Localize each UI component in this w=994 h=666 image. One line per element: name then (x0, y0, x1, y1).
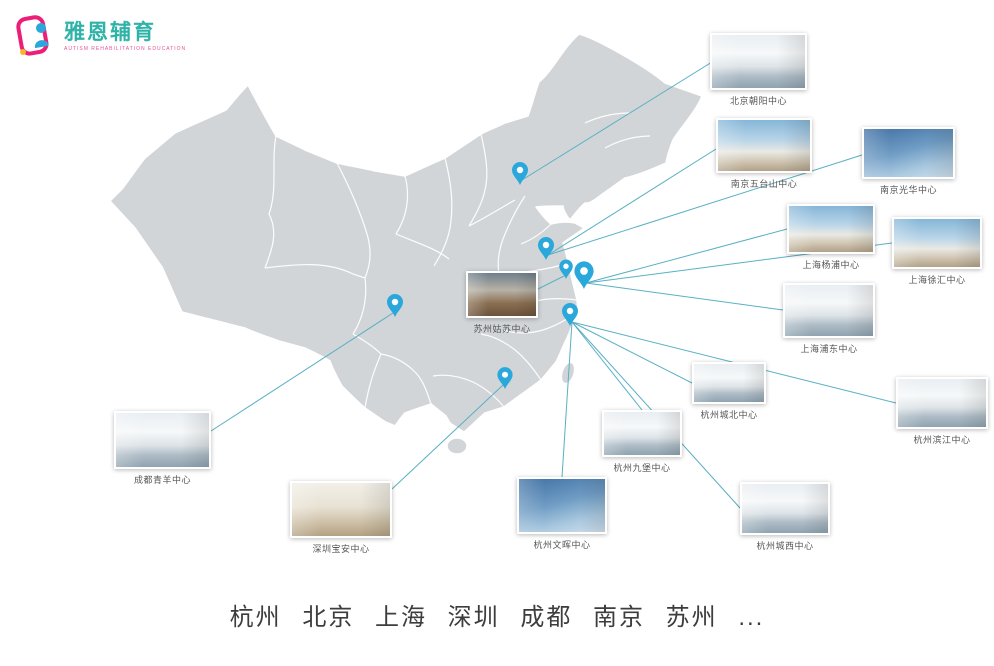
center-card-hangzhou-wenhui: 杭州文晖中心 (517, 477, 607, 551)
center-caption: 杭州城北中心 (700, 410, 758, 420)
center-card-shenzhen-baoan: 深圳宝安中心 (290, 481, 392, 555)
center-caption: 上海杨浦中心 (802, 260, 860, 270)
brand-logo-icon (16, 15, 49, 56)
center-caption: 杭州城西中心 (756, 541, 814, 551)
center-caption: 杭州文晖中心 (533, 540, 591, 550)
center-caption: 上海浦东中心 (800, 344, 858, 354)
center-card-beijing-chaoyang: 北京朝阳中心 (710, 33, 807, 107)
center-photo (290, 481, 392, 538)
center-card-hangzhou-binjiang: 杭州滨江中心 (896, 377, 988, 446)
center-card-hangzhou-jiubao: 杭州九堡中心 (602, 410, 682, 474)
center-card-shanghai-pudong: 上海浦东中心 (783, 283, 875, 355)
center-photo (716, 118, 812, 173)
brand-text: 雅恩辅育 AUTISM REHABILITATION EDUCATION (64, 20, 187, 53)
china-outline (109, 33, 703, 433)
center-caption: 北京朝阳中心 (729, 96, 787, 106)
taiwan-island (560, 361, 576, 385)
center-photo (692, 362, 766, 404)
center-caption: 上海徐汇中心 (908, 275, 966, 285)
center-photo (787, 204, 875, 254)
city-list: 杭州 北京 上海 深圳 成都 南京 苏州 ... (229, 604, 765, 631)
center-caption: 苏州姑苏中心 (473, 324, 531, 334)
center-caption: 杭州九堡中心 (613, 463, 671, 473)
brand-logo: 雅恩辅育 AUTISM REHABILITATION EDUCATION (12, 14, 186, 60)
center-card-shanghai-yangpu: 上海杨浦中心 (787, 204, 875, 271)
center-photo (466, 271, 538, 318)
center-caption: 杭州滨江中心 (913, 435, 971, 445)
center-photo (740, 482, 830, 535)
center-caption: 深圳宝安中心 (312, 544, 370, 554)
center-photo (896, 377, 988, 429)
center-card-suzhou-gusu: 苏州姑苏中心 (466, 271, 538, 335)
hainan-island (446, 437, 468, 455)
brand-name: 雅恩辅育 (64, 20, 156, 44)
center-card-nanjing-guanghua: 南京光华中心 (862, 127, 955, 196)
center-photo (783, 283, 875, 338)
center-photo (710, 33, 807, 90)
center-photo (517, 477, 607, 534)
center-card-chengdu-qingyang: 成都青羊中心 (114, 411, 211, 486)
center-photo (862, 127, 955, 179)
china-map (109, 33, 703, 455)
center-card-nanjing-wutaishan: 南京五台山中心 (716, 118, 812, 190)
center-caption: 南京光华中心 (879, 185, 937, 195)
center-card-shanghai-xuhui: 上海徐汇中心 (892, 217, 982, 286)
center-caption: 南京五台山中心 (730, 179, 798, 189)
center-caption: 成都青羊中心 (133, 475, 191, 485)
center-photo (602, 410, 682, 457)
center-card-hangzhou-chengbei: 杭州城北中心 (692, 362, 766, 421)
brand-tagline: AUTISM REHABILITATION EDUCATION (64, 46, 187, 53)
center-card-hangzhou-chengxi: 杭州城西中心 (740, 482, 830, 552)
center-photo (114, 411, 211, 469)
center-photo (892, 217, 982, 269)
